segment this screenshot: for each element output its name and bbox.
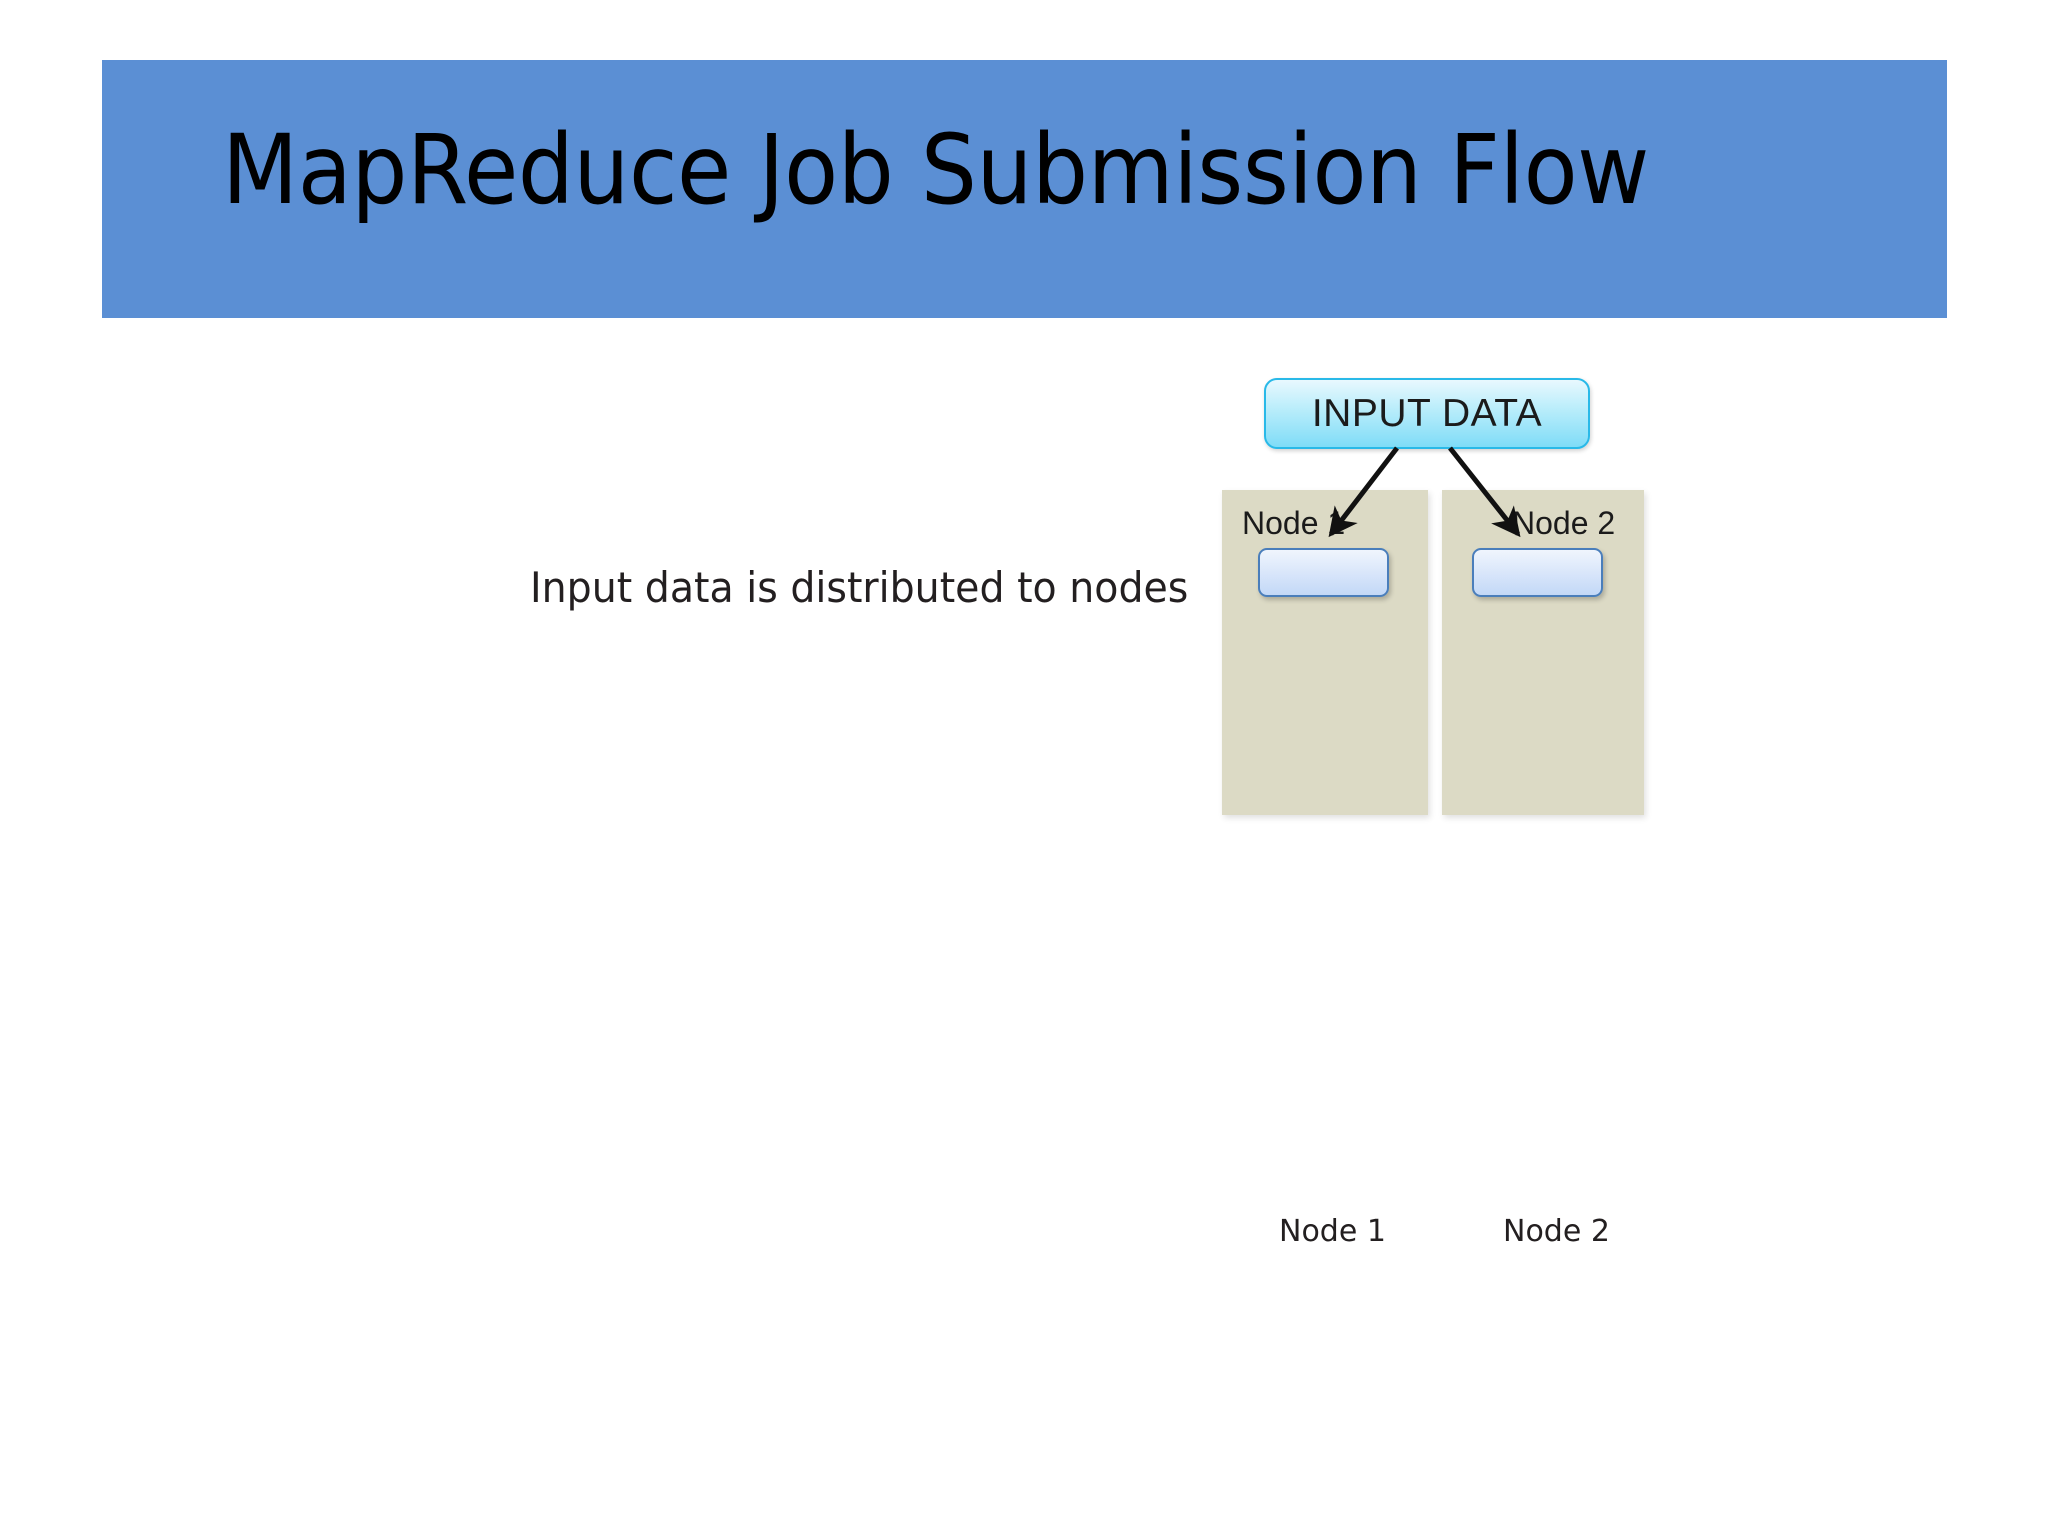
node-panel-2 bbox=[1442, 490, 1644, 815]
node-panel-1 bbox=[1222, 490, 1428, 815]
page-title: MapReduce Job Submission Flow bbox=[222, 114, 1649, 226]
node-panel-label-2: Node 2 bbox=[1512, 505, 1616, 541]
body-caption: Input data is distributed to nodes bbox=[530, 563, 1189, 612]
input-data-box: INPUT DATA bbox=[1264, 378, 1590, 449]
bottom-node-label-2: Node 2 bbox=[1503, 1214, 1610, 1249]
task-box-node-2 bbox=[1472, 548, 1603, 597]
bottom-node-label-1: Node 1 bbox=[1279, 1214, 1386, 1249]
node-panel-label-1: Node 1 bbox=[1242, 505, 1346, 541]
task-box-node-1 bbox=[1258, 548, 1389, 597]
title-banner: MapReduce Job Submission Flow bbox=[102, 60, 1947, 318]
input-data-label: INPUT DATA bbox=[1311, 391, 1543, 435]
